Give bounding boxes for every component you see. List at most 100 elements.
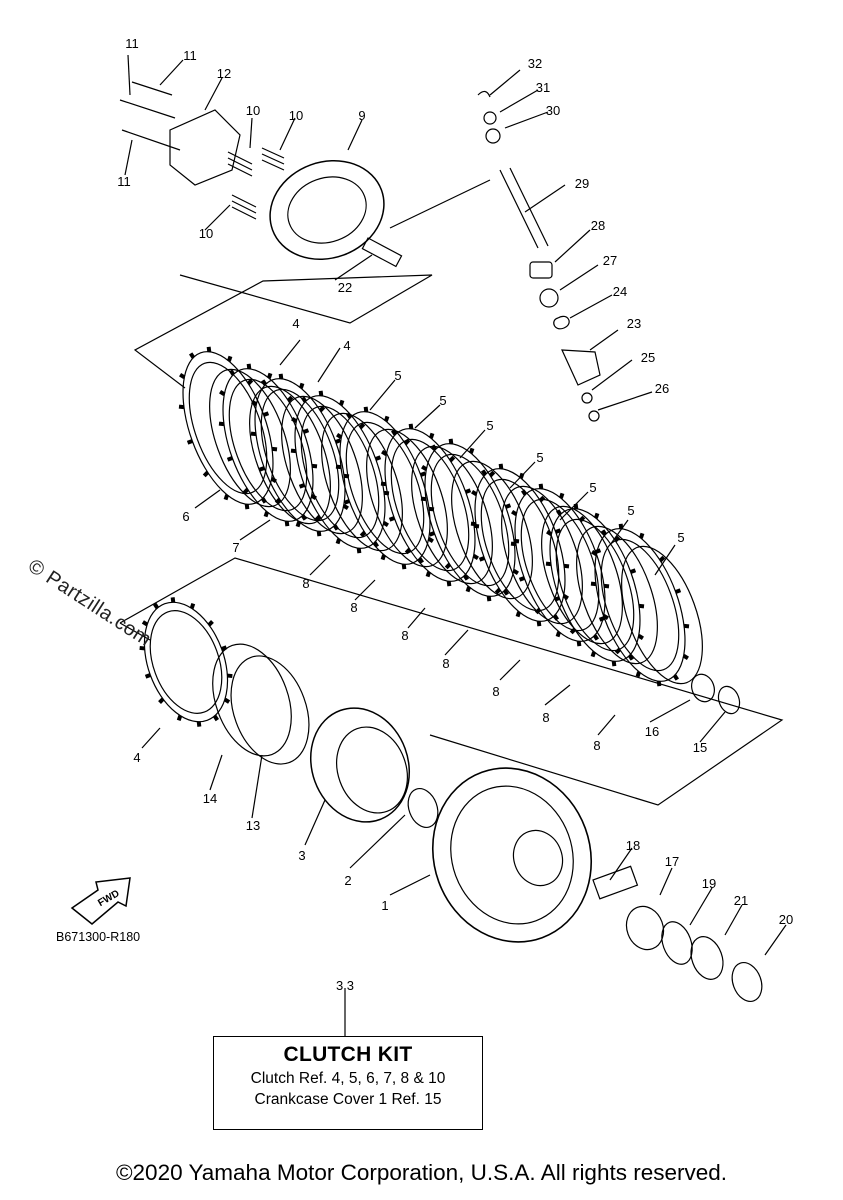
friction-plate-tab bbox=[555, 528, 562, 534]
callout-c23: 23 bbox=[627, 316, 641, 331]
friction-plate-tab bbox=[383, 490, 390, 496]
friction-plate-4-tab bbox=[170, 597, 176, 603]
friction-plate-tab bbox=[555, 631, 562, 638]
leader-line bbox=[444, 629, 469, 656]
steel-plate bbox=[621, 545, 703, 685]
friction-plate-tab bbox=[286, 395, 294, 403]
friction-plate-tab bbox=[318, 390, 324, 397]
pressure-plate-9 bbox=[269, 159, 385, 261]
leader-line bbox=[524, 184, 566, 213]
friction-plate-tab bbox=[335, 538, 342, 545]
friction-plate-tab bbox=[178, 404, 185, 410]
friction-plate-outer bbox=[182, 351, 274, 505]
friction-plate-4-tab bbox=[158, 697, 165, 704]
friction-plate-4-outer bbox=[143, 601, 229, 723]
callout-c8g: 8 bbox=[593, 738, 600, 753]
leader-line bbox=[504, 111, 549, 129]
friction-plate-tab bbox=[381, 450, 388, 457]
bearing-28 bbox=[529, 261, 553, 279]
leader-line bbox=[559, 491, 589, 521]
friction-plate-outer bbox=[254, 378, 346, 532]
callout-c5g: 5 bbox=[677, 530, 684, 545]
friction-plate-tab bbox=[336, 433, 343, 440]
friction-plate-tab bbox=[343, 499, 350, 505]
callout-c18: 18 bbox=[626, 838, 640, 853]
friction-plate-tab bbox=[260, 379, 268, 386]
guide-line bbox=[389, 179, 491, 229]
friction-plate-tab bbox=[471, 490, 478, 497]
friction-plate-tab bbox=[569, 627, 577, 635]
friction-plate-tab bbox=[590, 581, 597, 587]
leader-line bbox=[124, 139, 133, 176]
callout-c4c: 4 bbox=[133, 750, 140, 765]
friction-plate-tab bbox=[186, 439, 193, 445]
callout-c24: 24 bbox=[613, 284, 627, 299]
callout-c16: 16 bbox=[645, 724, 659, 739]
friction-plate-tab bbox=[630, 568, 637, 574]
friction-plate-inner bbox=[300, 405, 380, 539]
friction-plate-tab bbox=[303, 428, 310, 434]
primary-driven-gear-1 bbox=[431, 767, 593, 943]
judder-spring-13 bbox=[230, 655, 310, 765]
friction-plate-tab bbox=[498, 463, 504, 470]
callout-c22: 22 bbox=[338, 280, 352, 295]
friction-plate-4-tab bbox=[207, 620, 214, 627]
callout-c26: 26 bbox=[655, 381, 669, 396]
leader-line bbox=[569, 294, 613, 319]
friction-plate-tab bbox=[627, 654, 635, 661]
clutch-kit-title: CLUTCH KIT bbox=[283, 1043, 413, 1066]
washer-31 bbox=[483, 111, 497, 125]
pressure-plate-9-hub bbox=[287, 176, 367, 244]
callout-c5c: 5 bbox=[486, 418, 493, 433]
friction-plate-4-tab bbox=[223, 697, 231, 704]
leader-line bbox=[591, 359, 633, 391]
oil-seal-27 bbox=[539, 288, 559, 308]
thrust-washer-20 bbox=[731, 962, 763, 1002]
friction-plate-tab bbox=[290, 448, 297, 454]
washer-25 bbox=[581, 392, 593, 404]
leader-line bbox=[499, 659, 521, 681]
friction-plate-4-tab bbox=[221, 645, 228, 651]
friction-plate-tab bbox=[179, 373, 186, 380]
friction-plate-tab bbox=[465, 488, 472, 494]
friction-plate-tab bbox=[278, 373, 284, 380]
friction-plate-tab bbox=[520, 489, 528, 496]
leader-line bbox=[597, 714, 616, 736]
callout-c30: 30 bbox=[546, 103, 560, 118]
friction-plate-tab bbox=[513, 538, 520, 544]
steel-plate bbox=[576, 525, 658, 665]
callout-c11c: 11 bbox=[117, 174, 131, 189]
friction-plate-tab bbox=[420, 496, 427, 502]
leader-line bbox=[127, 54, 131, 96]
callout-c8a: 8 bbox=[302, 576, 309, 591]
callout-c8d: 8 bbox=[442, 656, 449, 671]
callout-c8e: 8 bbox=[492, 684, 499, 699]
callout-c11a: 11 bbox=[125, 36, 139, 51]
callout-c5a: 5 bbox=[394, 368, 401, 383]
friction-plate-4-tab bbox=[144, 673, 151, 679]
leader-line bbox=[389, 874, 431, 896]
pressure-plate-12 bbox=[169, 109, 241, 186]
friction-plate-tab bbox=[430, 444, 438, 451]
friction-plate-inner bbox=[228, 378, 308, 512]
steel-plate bbox=[541, 505, 623, 645]
callout-c10a: 10 bbox=[246, 103, 260, 118]
friction-plate-tab bbox=[404, 547, 412, 555]
friction-plate-tab bbox=[470, 521, 477, 527]
leader-line bbox=[204, 204, 231, 231]
friction-plate-tab bbox=[338, 399, 345, 406]
friction-plate-inner bbox=[260, 388, 340, 522]
friction-plate-tab bbox=[403, 438, 411, 446]
friction-plate-tab bbox=[266, 372, 273, 379]
leader-line bbox=[559, 264, 599, 291]
friction-plate-tab bbox=[228, 369, 236, 376]
friction-plate-tab bbox=[553, 596, 560, 602]
friction-plate-tab bbox=[246, 378, 254, 386]
bracket-outline-main bbox=[119, 557, 784, 806]
friction-plate-tab bbox=[206, 346, 212, 353]
friction-plate-4 bbox=[139, 597, 233, 727]
leader-line bbox=[489, 69, 521, 96]
bolt-11b bbox=[131, 81, 173, 96]
friction-plate-tab bbox=[372, 541, 380, 548]
